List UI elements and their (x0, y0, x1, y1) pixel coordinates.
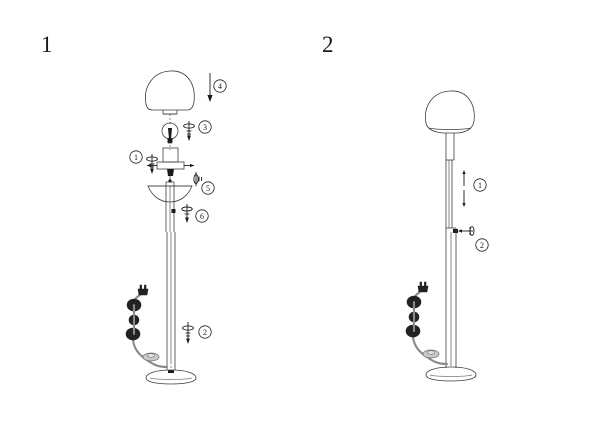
base-plate (425, 366, 477, 382)
callout-1-label: 1 (478, 181, 482, 190)
callout-1-extent-icon (462, 170, 466, 207)
housing-direction-arrows (147, 163, 194, 168)
callout-4-bubble: 4 (213, 79, 227, 93)
callout-1-bubble: 1 (473, 178, 487, 192)
foot-dimmer-switch (142, 352, 160, 362)
callout-2-screw-icon (182, 322, 194, 344)
callout-1-bubble: 1 (129, 150, 143, 164)
step-2-parts (405, 90, 477, 382)
foot-dimmer-switch (422, 349, 440, 359)
callout-5-screw-icon (193, 172, 203, 186)
step-2-number: 2 (322, 32, 334, 57)
callout-5-bubble: 5 (201, 181, 215, 195)
upper-pole (165, 181, 176, 232)
base-plate (145, 369, 197, 385)
callout-5-label: 5 (206, 184, 210, 193)
callout-2-bubble: 2 (198, 325, 212, 339)
step-1-number: 1 (41, 32, 53, 57)
lower-pole (445, 228, 457, 368)
callout-3-screw-icon (183, 121, 195, 141)
lamp-shade (425, 90, 475, 134)
callout-4-label: 4 (218, 82, 222, 91)
light-bulb (161, 122, 179, 144)
callout-3-label: 3 (203, 123, 207, 132)
step-1-callouts: 4 3 (129, 73, 227, 344)
callout-2-screw-icon (458, 226, 475, 236)
lower-pole (166, 232, 176, 370)
callout-1-label: 1 (134, 153, 138, 162)
callout-6-label: 6 (200, 212, 204, 221)
power-plug (417, 281, 429, 293)
callout-3-bubble: 3 (198, 120, 212, 134)
upper-pole (445, 133, 455, 228)
callout-1-screw-icon (146, 154, 158, 174)
callout-2-bubble: 2 (475, 238, 489, 252)
step-2-callouts: 1 2 (458, 170, 489, 252)
power-cord-assembly (405, 281, 449, 366)
cable-tie-bundle (125, 298, 142, 341)
callout-2-label: 2 (480, 241, 484, 250)
callout-2-label: 2 (203, 328, 207, 337)
power-plug (137, 284, 149, 296)
power-cord-assembly (125, 284, 169, 369)
pole-joint (446, 227, 458, 233)
callout-6-bubble: 6 (195, 209, 209, 223)
cable-tie-bundle (405, 295, 422, 338)
base-screw-boss (168, 370, 174, 373)
callout-4-arrow-down-icon (207, 73, 213, 102)
step-1-parts (125, 70, 197, 385)
callout-6-screw-icon (181, 204, 193, 223)
